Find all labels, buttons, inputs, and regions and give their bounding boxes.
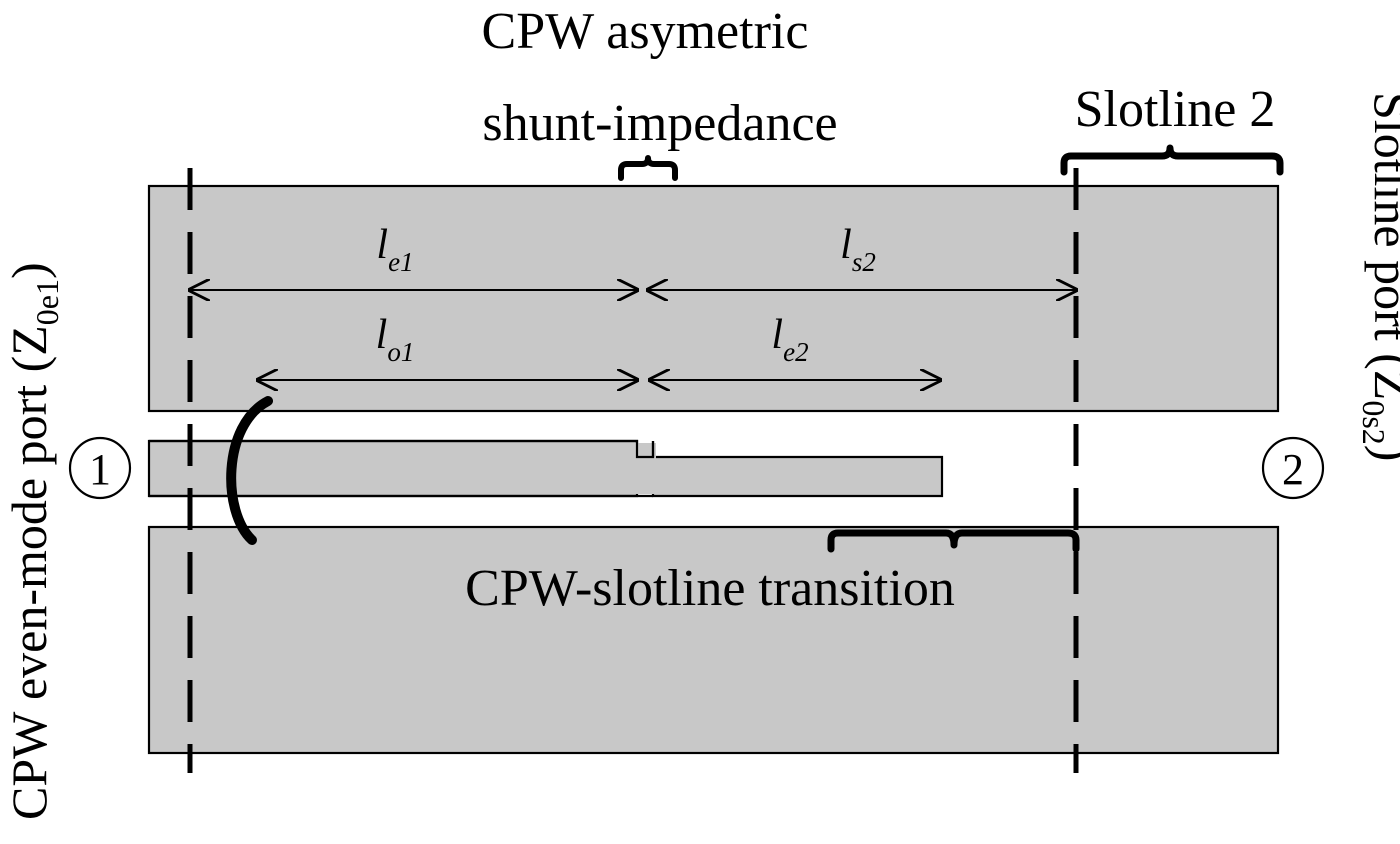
dimension-symbol-ls2: l — [840, 222, 852, 268]
dimension-arrows-group — [190, 290, 1076, 380]
right-port-label-close: ) — [1364, 445, 1400, 462]
port-2-circle[interactable] — [1261, 436, 1325, 500]
dimension-subscript-le1: e1 — [388, 247, 413, 277]
shunt-impedance-brace — [618, 155, 678, 181]
port-1-circle[interactable] — [68, 436, 132, 500]
dimension-subscript-le2: e2 — [783, 337, 808, 367]
dimension-label-ls2: ls2 — [840, 222, 876, 277]
right-port-label-text: Slotline port (Z — [1364, 92, 1400, 400]
dimension-symbol-lo1: l — [376, 312, 388, 358]
dimension-label-le2: le2 — [771, 312, 808, 367]
dimension-subscript-ls2: s2 — [852, 247, 876, 277]
dimension-symbol-le2: l — [771, 312, 783, 358]
right-port-label-subscript: 0s2 — [1356, 400, 1392, 444]
dimension-labels-group: le1 ls2 lo1 le2 — [376, 222, 876, 367]
right-port-label: Slotline port (Z0s2) — [1356, 92, 1400, 461]
port-1-number: 1 — [89, 445, 111, 494]
port-2[interactable]: 2 — [1261, 436, 1325, 500]
top-title-line-2: shunt-impedance — [482, 95, 837, 152]
transition-brace — [827, 529, 1080, 553]
lower-ground-plane — [147, 525, 1280, 755]
port-1[interactable]: 1 — [68, 436, 132, 500]
reference-planes-group — [187, 168, 1079, 773]
center-conductor-narrow — [651, 455, 944, 498]
transition-label: CPW-slotline transition — [465, 560, 955, 617]
conductor-long-edges — [149, 439, 600, 498]
port-2-number: 2 — [1282, 445, 1304, 494]
upper-ground-plane — [147, 184, 1280, 413]
top-title-line-1: CPW asymetric — [482, 3, 809, 60]
slotline2-label: Slotline 2 — [1075, 81, 1276, 138]
left-port-label-subscript: 0e1 — [29, 279, 65, 325]
left-port-label-text: CPW even-mode port (Z — [1, 325, 57, 820]
dimension-label-le1: le1 — [376, 222, 413, 277]
conductor-step-fill — [600, 443, 656, 494]
slotline2-brace — [1060, 144, 1284, 176]
left-port-label: CPW even-mode port (Z0e1) — [1, 262, 65, 820]
dimension-label-lo1: lo1 — [376, 312, 415, 367]
left-port-label-close: ) — [1, 262, 57, 279]
dimension-subscript-lo1: o1 — [387, 337, 414, 367]
cpw-even-mode-excitation-arc — [226, 396, 273, 545]
dimension-symbol-le1: l — [376, 222, 388, 268]
center-conductor-wide — [147, 439, 639, 498]
